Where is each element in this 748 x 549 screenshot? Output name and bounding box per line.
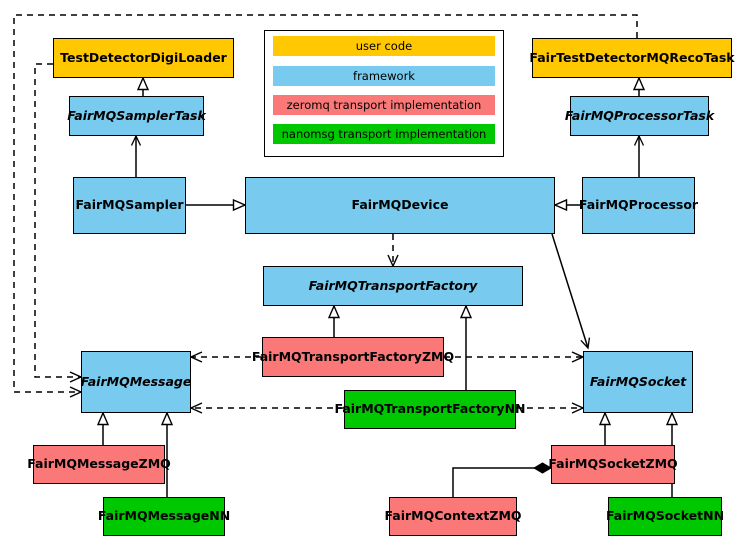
legend-label-framework: framework [353, 69, 415, 83]
class-label: FairMQMessageZMQ [27, 456, 171, 472]
class-node-fairmqprocessortask[interactable]: FairMQProcessorTask [565, 96, 714, 136]
class-node-fairmqsocketnn[interactable]: FairMQSocketNN [606, 497, 724, 536]
class-label: TestDetectorDigiLoader [60, 49, 227, 65]
class-label: FairMQProcessor [578, 197, 699, 213]
class-node-fairmqsamplertask[interactable]: FairMQSamplerTask [67, 96, 206, 136]
legend-label-zeromq: zeromq transport implementation [286, 98, 482, 112]
class-label: FairMQProcessorTask [564, 107, 715, 123]
class-node-fairmqsocket[interactable]: FairMQSocket [583, 351, 693, 413]
legend-item-framework: framework [273, 66, 495, 86]
edge-contextzmq-to-socketzmq [452, 462, 552, 497]
legend-item-zeromq: zeromq transport implementation [273, 95, 495, 115]
legend-label-nanomsg: nanomsg transport implementation [281, 127, 487, 141]
class-label: FairMQTransportFactory [308, 277, 478, 293]
class-node-fairmqdevice[interactable]: FairMQDevice [245, 177, 555, 234]
class-label: FairMQSocketZMQ [548, 456, 678, 472]
class-node-fairmqsampler[interactable]: FairMQSampler [73, 177, 186, 234]
class-node-fairmqtransportfactoryzmq[interactable]: FairMQTransportFactoryZMQ [252, 337, 454, 377]
class-label: FairMQSampler [75, 197, 184, 213]
class-label: FairMQContextZMQ [384, 508, 522, 524]
class-label: FairMQSamplerTask [67, 107, 206, 123]
legend-item-nanomsg: nanomsg transport implementation [273, 124, 495, 144]
class-node-fairtestdetectormqrecotask[interactable]: FairTestDetectorMQRecoTask [529, 38, 735, 78]
class-node-fairmqmessagenn[interactable]: FairMQMessageNN [98, 497, 230, 536]
class-label: FairMQDevice [351, 197, 449, 213]
class-label: FairMQTransportFactoryZMQ [251, 348, 455, 364]
class-node-testdetectordigiloader[interactable]: TestDetectorDigiLoader [53, 38, 234, 78]
class-node-fairmqprocessor[interactable]: FairMQProcessor [579, 177, 698, 234]
class-node-fairmqmessagezmq[interactable]: FairMQMessageZMQ [27, 445, 171, 484]
class-node-fairmqsocketzmq[interactable]: FairMQSocketZMQ [548, 445, 678, 484]
edge-device-to-socket [551, 233, 588, 348]
edge-recotask-to-message [13, 14, 638, 398]
class-node-fairmqtransportfactory[interactable]: FairMQTransportFactory [263, 266, 523, 306]
edge-digiloader-to-message [34, 63, 83, 383]
class-label: FairMQMessageNN [97, 508, 231, 524]
class-label: FairMQMessage [80, 373, 192, 389]
class-label: FairMQTransportFactoryNN [334, 401, 526, 417]
class-node-fairmqtransportfactorynn[interactable]: FairMQTransportFactoryNN [335, 390, 526, 429]
class-node-fairmqcontextzmq[interactable]: FairMQContextZMQ [384, 497, 522, 536]
legend-label-user-code: user code [355, 39, 413, 53]
legend-item-user-code: user code [273, 36, 495, 56]
class-label: FairTestDetectorMQRecoTask [529, 49, 735, 65]
class-label: FairMQSocketNN [605, 508, 725, 524]
class-label: FairMQSocket [589, 373, 687, 389]
class-node-fairmqmessage[interactable]: FairMQMessage [81, 351, 191, 413]
